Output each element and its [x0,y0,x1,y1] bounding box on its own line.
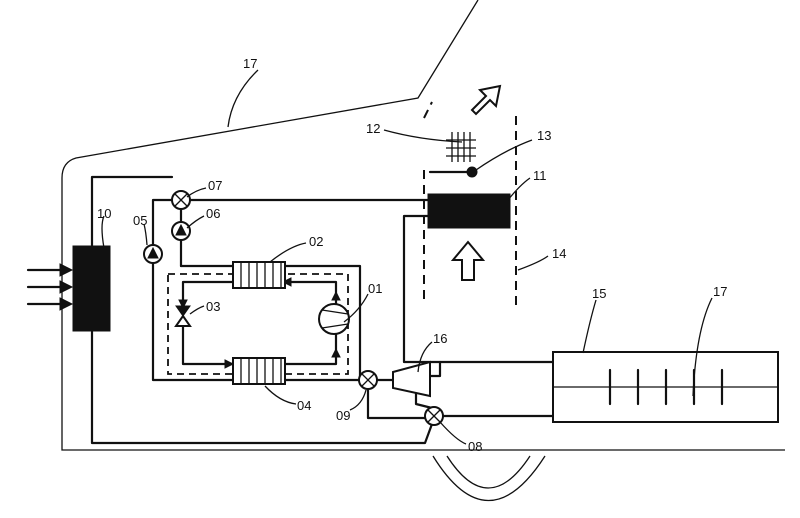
leader-lines [101,69,713,445]
label-08: 08 [468,439,482,454]
airflow-out-arrow [470,84,502,116]
label-10: 10 [97,206,111,221]
sensor [428,166,478,178]
label-14: 14 [552,246,566,261]
label-05: 05 [133,213,147,228]
air-intake-arrows [26,263,74,311]
compressor [318,303,350,335]
refrigerant-loop [178,264,362,382]
valve-07 [171,190,191,210]
wheel-arch [432,455,546,502]
pump-05 [143,244,163,264]
label-13: 13 [537,128,551,143]
valve-08 [424,406,444,426]
label-04: 04 [297,398,311,413]
label-03: 03 [206,299,220,314]
evaporator [232,357,286,385]
heater-core [427,193,511,229]
condenser [232,261,286,289]
hvac-duct [423,101,517,305]
label-02: 02 [309,234,323,249]
label-06: 06 [206,206,220,221]
turbine-16 [392,360,431,398]
label-17-top: 17 [243,56,257,71]
pump-06 [171,221,191,241]
blower [446,132,476,162]
front-radiator [72,245,111,332]
airflow-up-arrow [450,240,486,281]
valve-09 [358,370,378,390]
label-09: 09 [336,408,350,423]
label-15: 15 [592,286,606,301]
label-12: 12 [366,121,380,136]
label-17-battery: 17 [713,284,727,299]
battery-pack [552,351,779,423]
vehicle-body-outline [61,0,785,451]
label-07: 07 [208,178,222,193]
expansion-valve [174,305,192,327]
label-16: 16 [433,331,447,346]
label-11: 11 [533,168,547,183]
label-01: 01 [368,281,382,296]
